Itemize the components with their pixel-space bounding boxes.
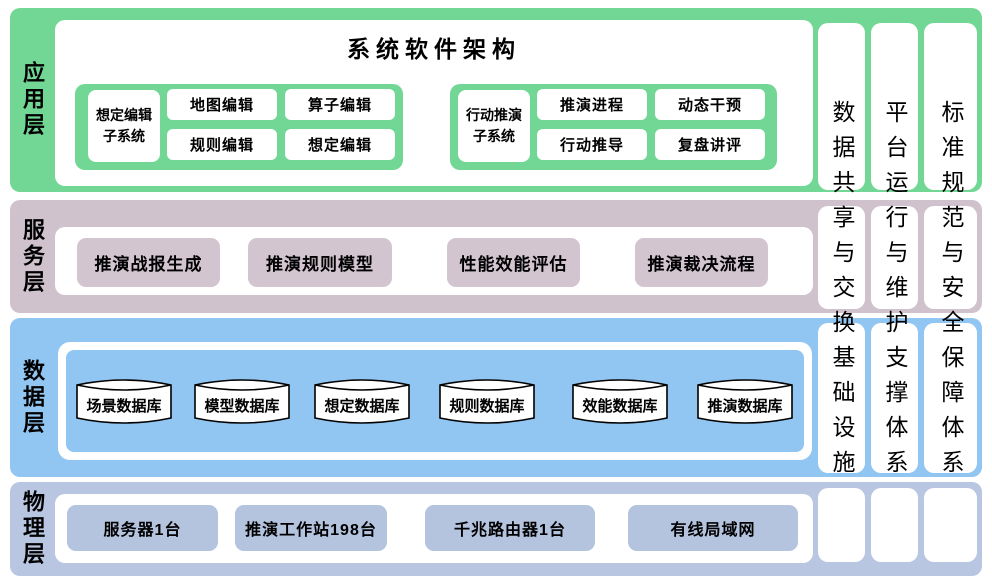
application-layer-label: 应用层 — [20, 61, 45, 139]
database-cylinder-rule: 规则数据库 — [438, 373, 536, 429]
pillar2-segment-app — [871, 23, 918, 190]
service-item-battle-report: 推演战报生成 — [77, 238, 220, 287]
pillar2-segment-service — [871, 206, 918, 309]
module-rule-edit: 规则编辑 — [167, 129, 277, 160]
pillar-platform-operation-support: 平台运行与维护支撑体系 — [882, 99, 907, 485]
physical-item-workstations: 推演工作站198台 — [235, 505, 387, 551]
cylinder-icon — [439, 379, 535, 424]
pillar1-segment-service — [818, 206, 865, 309]
pillar-data-sharing-infrastructure: 数据共享与交换基础设施 — [829, 99, 854, 485]
cylinder-icon — [194, 379, 290, 424]
database-cylinder-scenario: 想定数据库 — [313, 373, 411, 429]
pillar3-segment-physical — [924, 488, 977, 562]
module-scenario-edit: 想定编辑 — [285, 129, 395, 160]
database-label: 规则数据库 — [449, 397, 525, 415]
database-cylinder-model: 模型数据库 — [193, 373, 291, 429]
module-action-guidance: 行动推导 — [537, 129, 647, 160]
pillar1-segment-physical — [818, 488, 865, 562]
cylinder-icon — [314, 379, 410, 424]
pillar1-segment-data — [818, 323, 865, 473]
data-layer-label: 数据层 — [20, 358, 45, 437]
cylinder-icon — [572, 379, 668, 424]
physical-item-router: 千兆路由器1台 — [425, 505, 595, 551]
scenario-edit-subsystem-head: 想定编辑 子系统 — [88, 90, 160, 162]
service-item-performance-eval: 性能效能评估 — [447, 238, 580, 287]
database-label: 场景数据库 — [86, 397, 162, 415]
cylinder-icon — [697, 379, 793, 424]
module-dynamic-intervention: 动态干预 — [655, 89, 765, 120]
service-item-rule-model: 推演规则模型 — [248, 238, 392, 287]
pillar3-segment-data — [924, 323, 977, 473]
data-layer-inner-panel — [66, 350, 804, 452]
database-cylinder-deduction: 推演数据库 — [696, 373, 794, 429]
pillar2-segment-data — [871, 323, 918, 473]
action-deduction-subsystem-head: 行动推演 子系统 — [458, 90, 530, 162]
pillar-standards-security-system: 标准规范与安全保障体系 — [938, 99, 963, 485]
physical-layer-label: 物理层 — [20, 490, 45, 568]
module-map-edit: 地图编辑 — [167, 89, 277, 120]
architecture-title: 系统软件架构 — [347, 36, 521, 62]
service-layer-label: 服务层 — [20, 217, 45, 296]
module-deduction-process: 推演进程 — [537, 89, 647, 120]
physical-item-lan: 有线局域网 — [628, 505, 798, 551]
database-label: 效能数据库 — [582, 397, 658, 415]
database-label: 模型数据库 — [204, 397, 280, 415]
physical-item-server: 服务器1台 — [67, 505, 218, 551]
pillar1-segment-app — [818, 23, 865, 190]
pillar2-segment-physical — [871, 488, 918, 562]
cylinder-icon — [76, 379, 172, 424]
module-replay-review: 复盘讲评 — [655, 129, 765, 160]
pillar3-segment-app — [924, 23, 977, 190]
module-operator-edit: 算子编辑 — [285, 89, 395, 120]
database-label: 推演数据库 — [707, 397, 783, 415]
service-item-adjudication-flow: 推演裁决流程 — [635, 238, 768, 287]
pillar3-segment-service — [924, 206, 977, 309]
database-cylinder-scene: 场景数据库 — [75, 373, 173, 429]
database-cylinder-effectiveness: 效能数据库 — [571, 373, 669, 429]
database-label: 想定数据库 — [324, 397, 400, 415]
